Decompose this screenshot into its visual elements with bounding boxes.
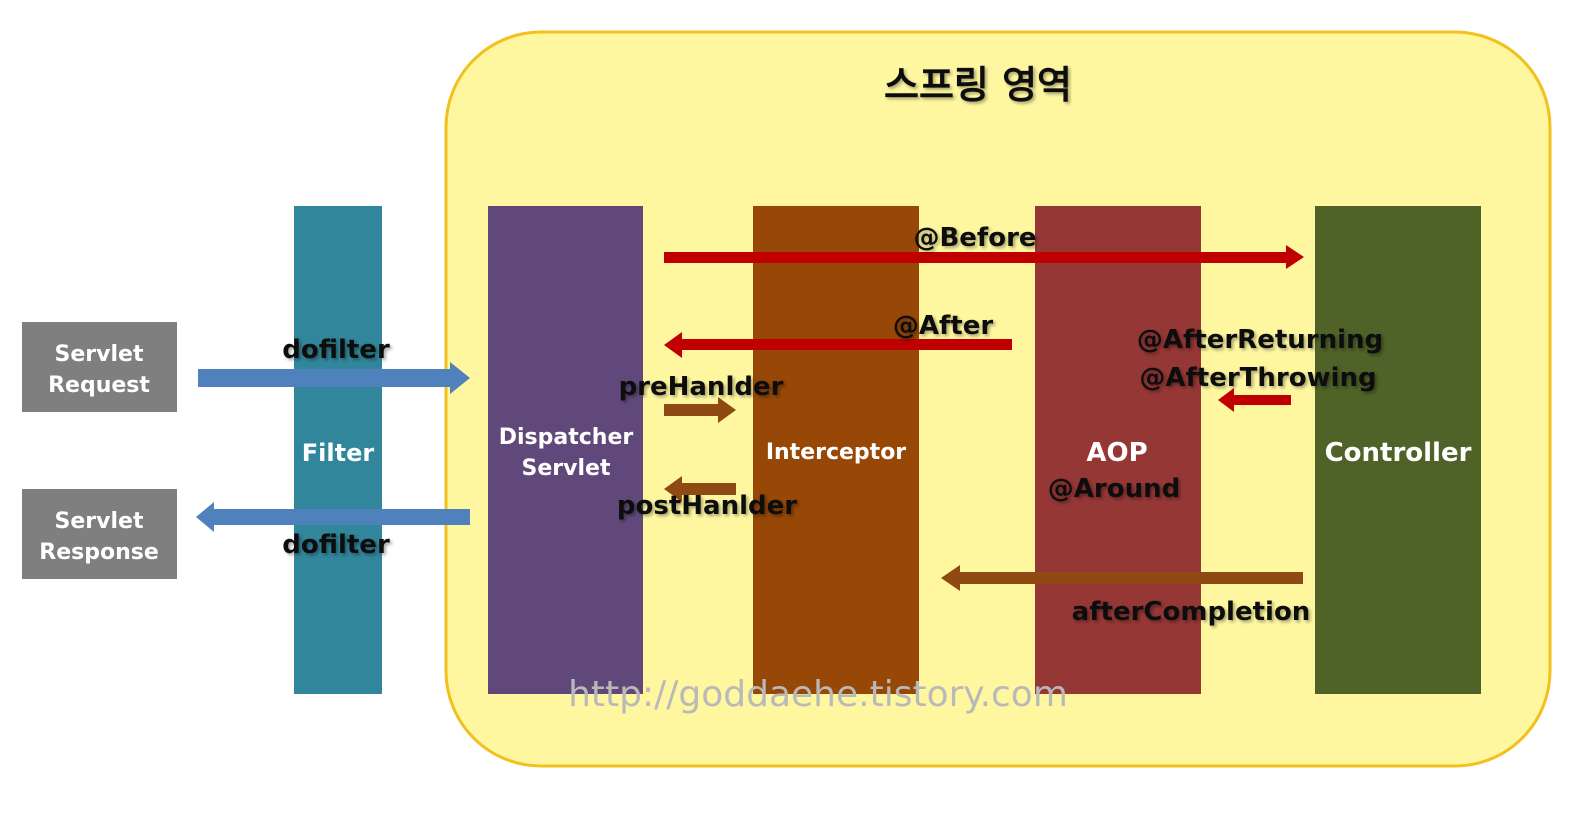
filter-column <box>294 206 382 694</box>
dofilter-in-label: dofilter <box>282 335 390 365</box>
after-completion-label: afterCompletion <box>1072 597 1311 627</box>
after-label: @After <box>893 311 993 341</box>
servlet-response-label-line1: Servlet <box>55 509 144 534</box>
aop-column <box>1035 206 1201 694</box>
servlet-response-box: Servlet Response <box>22 489 177 579</box>
servlet-request-box: Servlet Request <box>22 322 177 412</box>
servlet-request-label-line2: Request <box>48 373 150 398</box>
after-throwing-label: @AfterThrowing <box>1139 363 1376 393</box>
dispatcher-label-line1: Dispatcher <box>499 425 634 450</box>
dofilter-response-arrow <box>196 502 470 532</box>
after-arrow <box>664 332 1012 358</box>
filter-label: Filter <box>302 439 375 467</box>
after-returning-label: @AfterReturning <box>1137 325 1383 355</box>
dispatcher-label-line2: Servlet <box>522 456 611 481</box>
around-label: @Around <box>1048 474 1180 504</box>
servlet-request-label-line1: Servlet <box>55 342 144 367</box>
aop-label: AOP <box>1086 438 1147 468</box>
post-handler-label: postHanlder <box>617 491 797 521</box>
post-handler-arrow <box>664 476 736 502</box>
after-completion-arrow <box>941 565 1303 591</box>
interceptor-column <box>753 206 919 694</box>
dofilter-out-label: dofilter <box>282 530 390 560</box>
spring-area-title: 스프링 영역 <box>884 63 1072 107</box>
pre-handler-label: preHanlder <box>619 372 784 402</box>
dispatcher-servlet-column <box>488 206 643 694</box>
before-arrow <box>664 245 1304 269</box>
servlet-response-label-line2: Response <box>39 540 159 565</box>
controller-column <box>1315 206 1481 694</box>
watermark-url: http://goddaehe.tistory.com <box>568 674 1068 715</box>
after-returning-arrow <box>1218 388 1291 412</box>
controller-label: Controller <box>1325 438 1472 468</box>
pre-handler-arrow <box>664 397 736 423</box>
interceptor-label: Interceptor <box>766 440 906 465</box>
before-label: @Before <box>913 223 1036 253</box>
dofilter-request-arrow <box>198 362 470 394</box>
